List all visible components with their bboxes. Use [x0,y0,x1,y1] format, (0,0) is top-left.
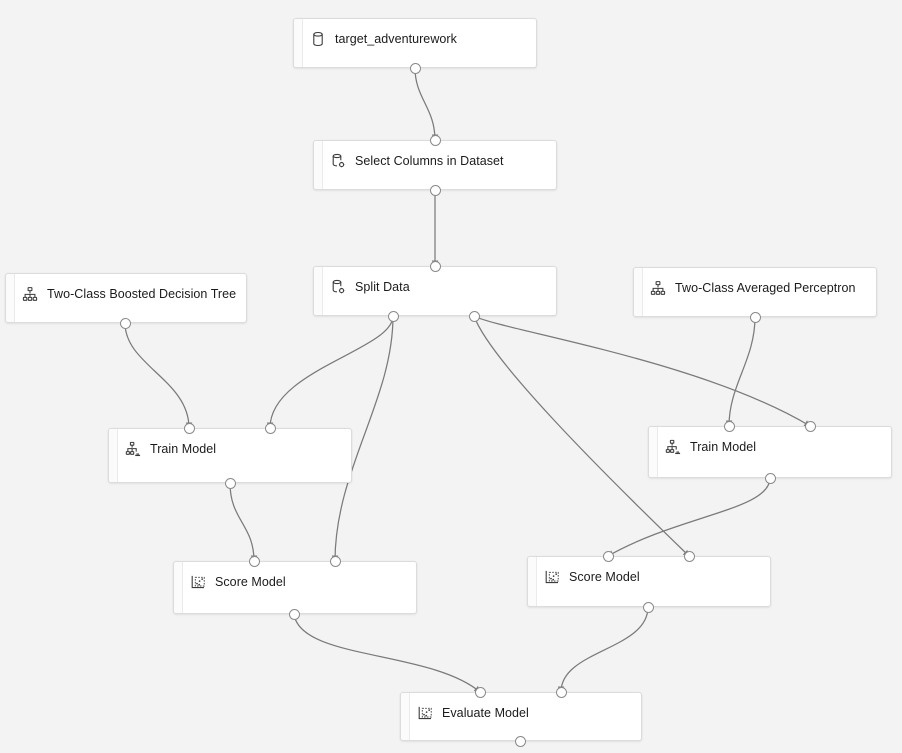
node-label: target_adventurework [335,32,457,46]
input-port[interactable] [429,260,441,272]
pipeline-node-select-columns[interactable]: Select Columns in Dataset [313,140,557,190]
input-port[interactable] [555,686,567,698]
node-left-strip [109,429,118,482]
score-model-icon [544,569,560,585]
algorithm-icon [650,280,666,296]
output-port[interactable] [387,310,399,322]
input-port[interactable] [602,550,614,562]
output-port[interactable] [764,472,776,484]
output-port[interactable] [288,608,300,620]
output-port[interactable] [468,310,480,322]
node-label: Split Data [355,280,410,294]
node-left-strip [314,267,323,315]
pipeline-node-score-model-left[interactable]: Score Model [173,561,417,614]
input-port[interactable] [429,134,441,146]
node-label: Two-Class Averaged Perceptron [675,281,856,295]
pipeline-node-boosted-decision-tree[interactable]: Two-Class Boosted Decision Tree [5,273,247,323]
node-left-strip [294,19,303,67]
output-port[interactable] [749,311,761,323]
node-label: Train Model [150,442,217,456]
output-port[interactable] [514,735,526,747]
input-port[interactable] [264,422,276,434]
node-left-strip [634,268,643,316]
pipeline-node-averaged-perceptron[interactable]: Two-Class Averaged Perceptron [633,267,877,317]
input-port[interactable] [474,686,486,698]
node-left-strip [6,274,15,322]
node-left-strip [314,141,323,189]
pipeline-node-split-data[interactable]: Split Data [313,266,557,316]
output-port[interactable] [429,184,441,196]
dataset-gear-icon [330,279,346,295]
pipeline-node-dataset[interactable]: target_adventurework [293,18,537,68]
input-port[interactable] [723,420,735,432]
node-left-strip [528,557,537,606]
node-left-strip [401,693,410,740]
output-port[interactable] [224,477,236,489]
output-port[interactable] [642,601,654,613]
node-label: Select Columns in Dataset [355,154,504,168]
input-port[interactable] [329,555,341,567]
algorithm-icon [22,286,38,302]
node-label: Train Model [690,440,757,454]
input-port[interactable] [683,550,695,562]
output-port[interactable] [409,62,421,74]
node-label: Evaluate Model [442,706,529,720]
score-model-icon [190,574,206,590]
node-label: Two-Class Boosted Decision Tree [47,287,237,301]
node-label: Score Model [215,575,286,589]
node-left-strip [174,562,183,613]
input-port[interactable] [804,420,816,432]
node-label: Score Model [569,570,640,584]
score-model-icon [417,705,433,721]
input-port[interactable] [248,555,260,567]
input-port[interactable] [183,422,195,434]
output-port[interactable] [119,317,131,329]
train-model-icon [125,441,141,457]
pipeline-node-train-model-left[interactable]: Train Model [108,428,352,483]
database-icon [310,31,326,47]
dataset-gear-icon [330,153,346,169]
